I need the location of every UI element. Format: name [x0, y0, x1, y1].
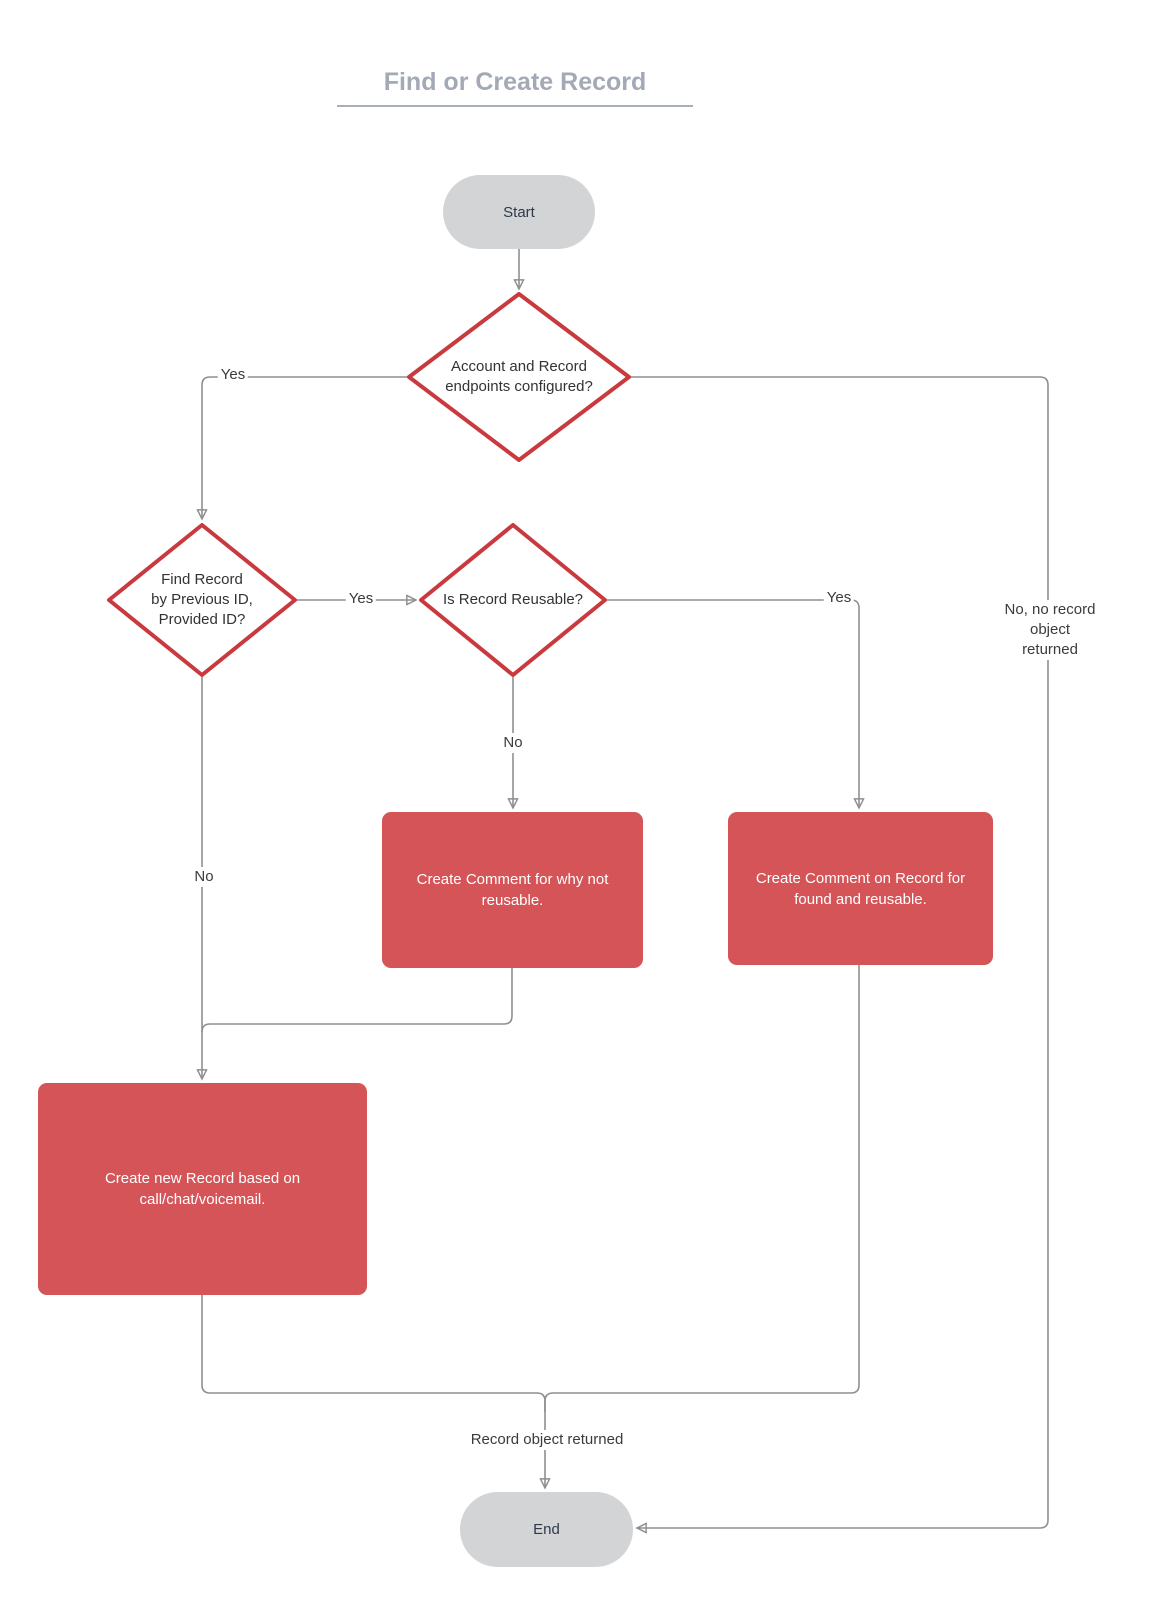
edge-label-yes-reusable: Yes — [823, 588, 855, 608]
diagram-title: Find or Create Record — [383, 68, 647, 96]
title-underline — [337, 105, 693, 107]
decision-endpoints-configured: Account and Record endpoints configured? — [407, 292, 631, 462]
diamond-shape — [407, 292, 631, 462]
edge-comment-not-reusable-to-create-path — [201, 968, 513, 1033]
process-comment-not-reusable: Create Comment for why not reusable. — [382, 812, 643, 968]
edge-reusable-yes-to-comment-found — [607, 599, 859, 808]
decision-record-reusable-label: Is Record Reusable? — [442, 591, 584, 608]
decision-find-record: Find Record by Previous ID, Provided ID? — [107, 523, 297, 677]
decision-endpoints-configured-label: Account and Record endpoints configured? — [445, 358, 593, 395]
diamond-shape — [419, 523, 607, 677]
process-comment-found-reusable: Create Comment on Record for found and r… — [728, 812, 993, 965]
edge-label-yes-find-record: Yes — [345, 589, 377, 609]
edge-label-record-returned: Record object returned — [467, 1430, 627, 1450]
process-create-new-record: Create new Record based on call/chat/voi… — [38, 1083, 367, 1295]
diamond-shape — [107, 523, 297, 677]
decision-record-reusable: Is Record Reusable? — [419, 523, 607, 677]
start-node: Start — [443, 175, 595, 249]
edge-label-no-record-returned: No, no record object returned — [998, 600, 1102, 660]
edge-comment-found-to-merge — [544, 965, 860, 1412]
end-node: End — [460, 1492, 633, 1567]
edge-label-no-find-record: No — [191, 867, 217, 887]
edge-label-yes-endpoints: Yes — [217, 365, 249, 385]
edge-label-no-reusable: No — [500, 733, 526, 753]
edge-configured-no-to-end — [631, 376, 1049, 1528]
decision-find-record-label: Find Record by Previous ID, Provided ID? — [151, 571, 253, 628]
edge-create-to-end — [201, 1295, 545, 1488]
edge-configured-yes-to-find-record — [202, 376, 407, 519]
